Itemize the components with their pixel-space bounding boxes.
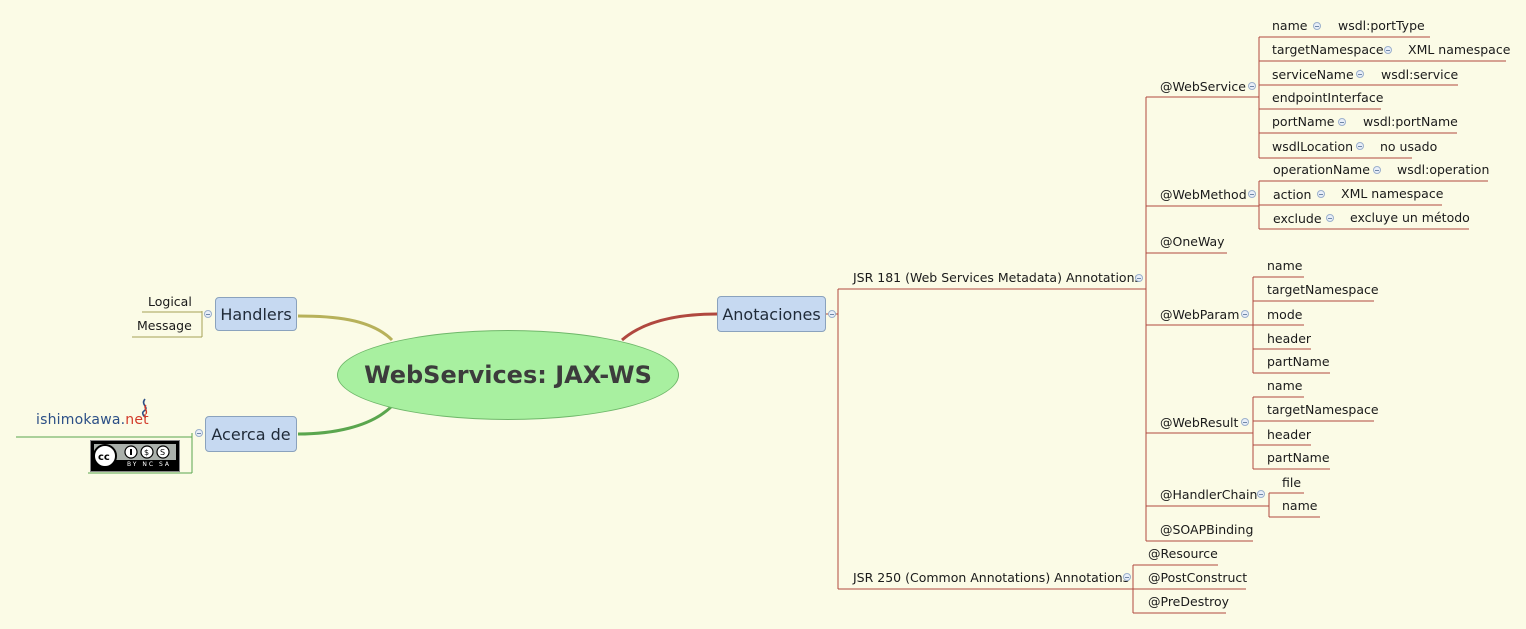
jsr250-item-postconstruct[interactable]: @PostConstruct: [1148, 570, 1248, 585]
jsr250-links: [1132, 564, 1246, 614]
webparam-attr-header[interactable]: header: [1267, 331, 1312, 346]
handlers-item-message[interactable]: Message: [137, 318, 192, 333]
collapse-wm-action-icon[interactable]: [1317, 190, 1325, 198]
acerca-label: Acerca de: [211, 424, 291, 444]
webservice-attr-wsdllocation-value[interactable]: no usado: [1380, 139, 1438, 154]
webresult-attr-header[interactable]: header: [1267, 427, 1312, 442]
webmethod-node[interactable]: @WebMethod: [1160, 187, 1247, 202]
collapse-handlers-icon[interactable]: [204, 310, 212, 318]
collapse-ws-wsdllocation-icon[interactable]: [1356, 142, 1364, 150]
collapse-ws-servicename-icon[interactable]: [1356, 70, 1364, 78]
webresult-attr-name[interactable]: name: [1267, 378, 1303, 393]
webservice-attr-portname-value[interactable]: wsdl:portName: [1363, 114, 1458, 129]
collapse-handlerchain-icon[interactable]: [1257, 490, 1265, 498]
jsr250-item-predestroy[interactable]: @PreDestroy: [1148, 594, 1230, 609]
webparam-attr-name[interactable]: name: [1267, 258, 1303, 273]
webparam-links: [1252, 276, 1374, 374]
collapse-webparam-icon[interactable]: [1241, 310, 1249, 318]
webservice-attr-wsdllocation[interactable]: wsdlLocation: [1272, 139, 1354, 154]
handlers-item-logical[interactable]: Logical: [148, 294, 192, 309]
anotaciones-node[interactable]: Anotaciones: [717, 296, 826, 332]
webmethod-attr-operationname-value[interactable]: wsdl:operation: [1397, 162, 1490, 177]
webservice-attr-name[interactable]: name: [1272, 18, 1308, 33]
branch-acerca: [297, 404, 394, 436]
webresult-attr-targetnamespace[interactable]: targetNamespace: [1267, 402, 1379, 417]
webmethod-attr-exclude[interactable]: exclude: [1273, 211, 1322, 226]
webresult-attr-partname[interactable]: partName: [1267, 450, 1330, 465]
collapse-wm-exclude-icon[interactable]: [1326, 214, 1334, 222]
handlerchain-attr-name[interactable]: name: [1282, 498, 1318, 513]
handlers-label: Handlers: [220, 304, 292, 324]
license-badge-text: BY NC SA: [127, 461, 171, 468]
webparam-attr-partname[interactable]: partName: [1267, 354, 1330, 369]
svg-text:$: $: [144, 448, 149, 457]
webmethod-links: [1258, 180, 1488, 230]
webmethod-attr-action[interactable]: action: [1273, 187, 1312, 202]
collapse-webmethod-icon[interactable]: [1248, 190, 1256, 198]
webservice-attr-servicename-value[interactable]: wsdl:service: [1381, 67, 1459, 82]
svg-text:cc: cc: [98, 452, 110, 463]
webservice-attr-targetnamespace-value[interactable]: XML namespace: [1408, 42, 1511, 57]
webservice-attr-servicename[interactable]: serviceName: [1272, 67, 1354, 82]
creative-commons-badge[interactable]: cc $ S BY NC SA: [90, 440, 180, 472]
collapse-webservice-icon[interactable]: [1248, 82, 1256, 90]
jsr250-item-resource[interactable]: @Resource: [1148, 546, 1218, 561]
webservice-node[interactable]: @WebService: [1160, 79, 1246, 94]
collapse-wm-operationname-icon[interactable]: [1373, 166, 1381, 174]
logo-text: ishimokawa.: [36, 412, 126, 428]
webmethod-attr-operationname[interactable]: operationName: [1273, 162, 1370, 177]
webservice-attr-endpointinterface[interactable]: endpointInterface: [1272, 90, 1384, 105]
webresult-links: [1252, 396, 1374, 470]
webmethod-attr-action-value[interactable]: XML namespace: [1341, 186, 1444, 201]
webparam-node[interactable]: @WebParam: [1160, 307, 1240, 322]
central-topic[interactable]: WebServices: JAX-WS: [337, 330, 679, 420]
collapse-anotaciones-icon[interactable]: [828, 310, 836, 318]
logo-text-accent: net: [125, 412, 149, 428]
handlerchain-links: [1268, 492, 1320, 518]
handlers-node[interactable]: Handlers: [215, 297, 297, 331]
svg-text:S: S: [160, 448, 165, 457]
cc-license-icon: cc $ S: [92, 442, 178, 470]
flame-icon: [141, 398, 148, 418]
branch-anotaciones: [621, 312, 718, 342]
webparam-attr-targetnamespace[interactable]: targetNamespace: [1267, 282, 1379, 297]
ishimokawa-logo[interactable]: ishimokawa.net: [36, 398, 166, 432]
anotaciones-links: [826, 288, 1146, 590]
webservice-attr-name-value[interactable]: wsdl:portType: [1338, 18, 1425, 33]
jsr181-node[interactable]: JSR 181 (Web Services Metadata) Annotati…: [853, 270, 1142, 285]
webparam-attr-mode[interactable]: mode: [1267, 307, 1303, 322]
oneway-node[interactable]: @OneWay: [1160, 234, 1225, 249]
branch-handlers: [297, 314, 394, 342]
collapse-ws-portname-icon[interactable]: [1338, 118, 1346, 126]
collapse-ws-name-icon[interactable]: [1313, 22, 1321, 30]
acerca-node[interactable]: Acerca de: [205, 416, 297, 452]
collapse-jsr181-icon[interactable]: [1135, 274, 1143, 282]
collapse-webresult-icon[interactable]: [1241, 418, 1249, 426]
webservice-attr-portname[interactable]: portName: [1272, 114, 1335, 129]
webmethod-attr-exclude-value[interactable]: excluye un método: [1350, 210, 1470, 225]
webservice-attr-targetnamespace[interactable]: targetNamespace: [1272, 42, 1384, 57]
jsr181-links: [1145, 96, 1269, 542]
handlerchain-node[interactable]: @HandlerChain: [1160, 487, 1258, 502]
acerca-links: [16, 433, 193, 474]
handlers-links: [132, 311, 203, 338]
central-title: WebServices: JAX-WS: [364, 361, 652, 389]
soapbinding-node[interactable]: @SOAPBinding: [1160, 522, 1254, 537]
handlerchain-attr-file[interactable]: file: [1282, 475, 1302, 490]
collapse-ws-tns-icon[interactable]: [1384, 46, 1392, 54]
anotaciones-label: Anotaciones: [722, 304, 821, 324]
webservice-links: [1258, 36, 1506, 159]
collapse-jsr250-icon[interactable]: [1123, 573, 1131, 581]
webresult-node[interactable]: @WebResult: [1160, 415, 1239, 430]
jsr250-node[interactable]: JSR 250 (Common Annotations) Annotations: [853, 570, 1130, 585]
collapse-acerca-icon[interactable]: [195, 429, 203, 437]
